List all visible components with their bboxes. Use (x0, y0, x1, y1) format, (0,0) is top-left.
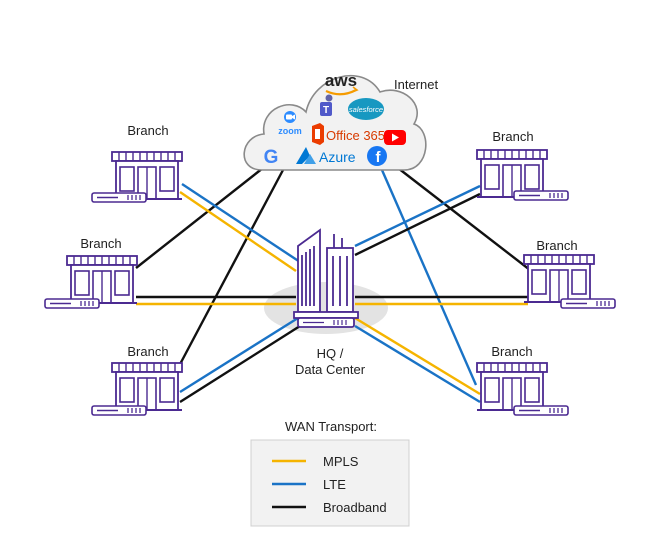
branch-label: Branch (127, 344, 168, 359)
branch-label: Branch (536, 238, 577, 253)
branch-top-left: Branch (91, 123, 183, 203)
lte-link-top-right (354, 184, 481, 248)
branch-label: Branch (492, 129, 533, 144)
internet-cloud: aws T salesforce zoom Office 365 (243, 71, 427, 171)
router-icon (91, 405, 147, 416)
legend-label-mpls: MPLS (323, 454, 359, 469)
branch-building-icon (111, 362, 183, 411)
google-icon: G (264, 147, 279, 168)
hq-building-icon (293, 228, 359, 328)
aws-logo: aws (325, 71, 357, 90)
branch-mid-left: Branch (44, 236, 138, 309)
legend-label-lte: LTE (323, 477, 346, 492)
teams-icon: T (320, 94, 333, 116)
legend-title: WAN Transport: (285, 419, 377, 434)
router-icon (91, 192, 147, 203)
legend-label-broadband: Broadband (323, 500, 387, 515)
office365-icon: Office 365 (312, 123, 385, 145)
branch-top-right: Branch (476, 129, 569, 201)
branch-building-icon (476, 362, 548, 411)
branch-bottom-right: Branch (476, 344, 569, 416)
svg-text:Azure: Azure (319, 149, 356, 165)
router-icon (513, 405, 569, 416)
branch-label: Branch (491, 344, 532, 359)
branch-building-icon (523, 254, 595, 303)
internet-label: Internet (394, 77, 438, 92)
svg-text:f: f (376, 149, 382, 166)
mpls-link-bottom-right (354, 316, 481, 396)
mpls-link-top-left (179, 191, 297, 272)
broadband-link-internet-bottom-left (176, 169, 285, 369)
router-icon (513, 190, 569, 201)
lte-link-bottom-left (179, 316, 299, 394)
lte-link-top-left (181, 182, 301, 264)
broadband-link-bottom-left (179, 324, 301, 404)
router-icon (44, 298, 100, 309)
branch-bottom-left: Branch (91, 344, 183, 416)
youtube-icon (384, 130, 406, 145)
router-icon (560, 298, 616, 309)
zoom-icon: zoom (278, 111, 302, 136)
legend: WAN Transport: MPLS LTE Broadband (250, 419, 410, 527)
broadband-link-top-right (354, 192, 481, 257)
branch-mid-right: Branch (523, 238, 616, 309)
salesforce-icon: salesforce (348, 98, 384, 120)
connections (135, 167, 531, 404)
lte-link-bottom-right (354, 324, 481, 404)
lte-link-internet-bottom-right (380, 169, 478, 386)
broadband-link-internet-mid-left (135, 167, 264, 269)
facebook-icon: f (367, 146, 387, 166)
branch-label: Branch (80, 236, 121, 251)
broadband-link-internet-mid-right (397, 167, 531, 271)
branch-building-icon (476, 149, 548, 198)
svg-text:Office 365: Office 365 (326, 128, 385, 143)
svg-text:salesforce: salesforce (349, 105, 383, 114)
azure-icon: Azure (296, 147, 356, 165)
svg-text:T: T (323, 105, 329, 116)
hq-label-line1: HQ / (317, 346, 344, 361)
branch-label: Branch (127, 123, 168, 138)
hq-label-line2: Data Center (295, 362, 366, 377)
branch-building-icon (111, 151, 183, 200)
branch-building-icon (66, 255, 138, 304)
svg-text:zoom: zoom (278, 126, 302, 136)
